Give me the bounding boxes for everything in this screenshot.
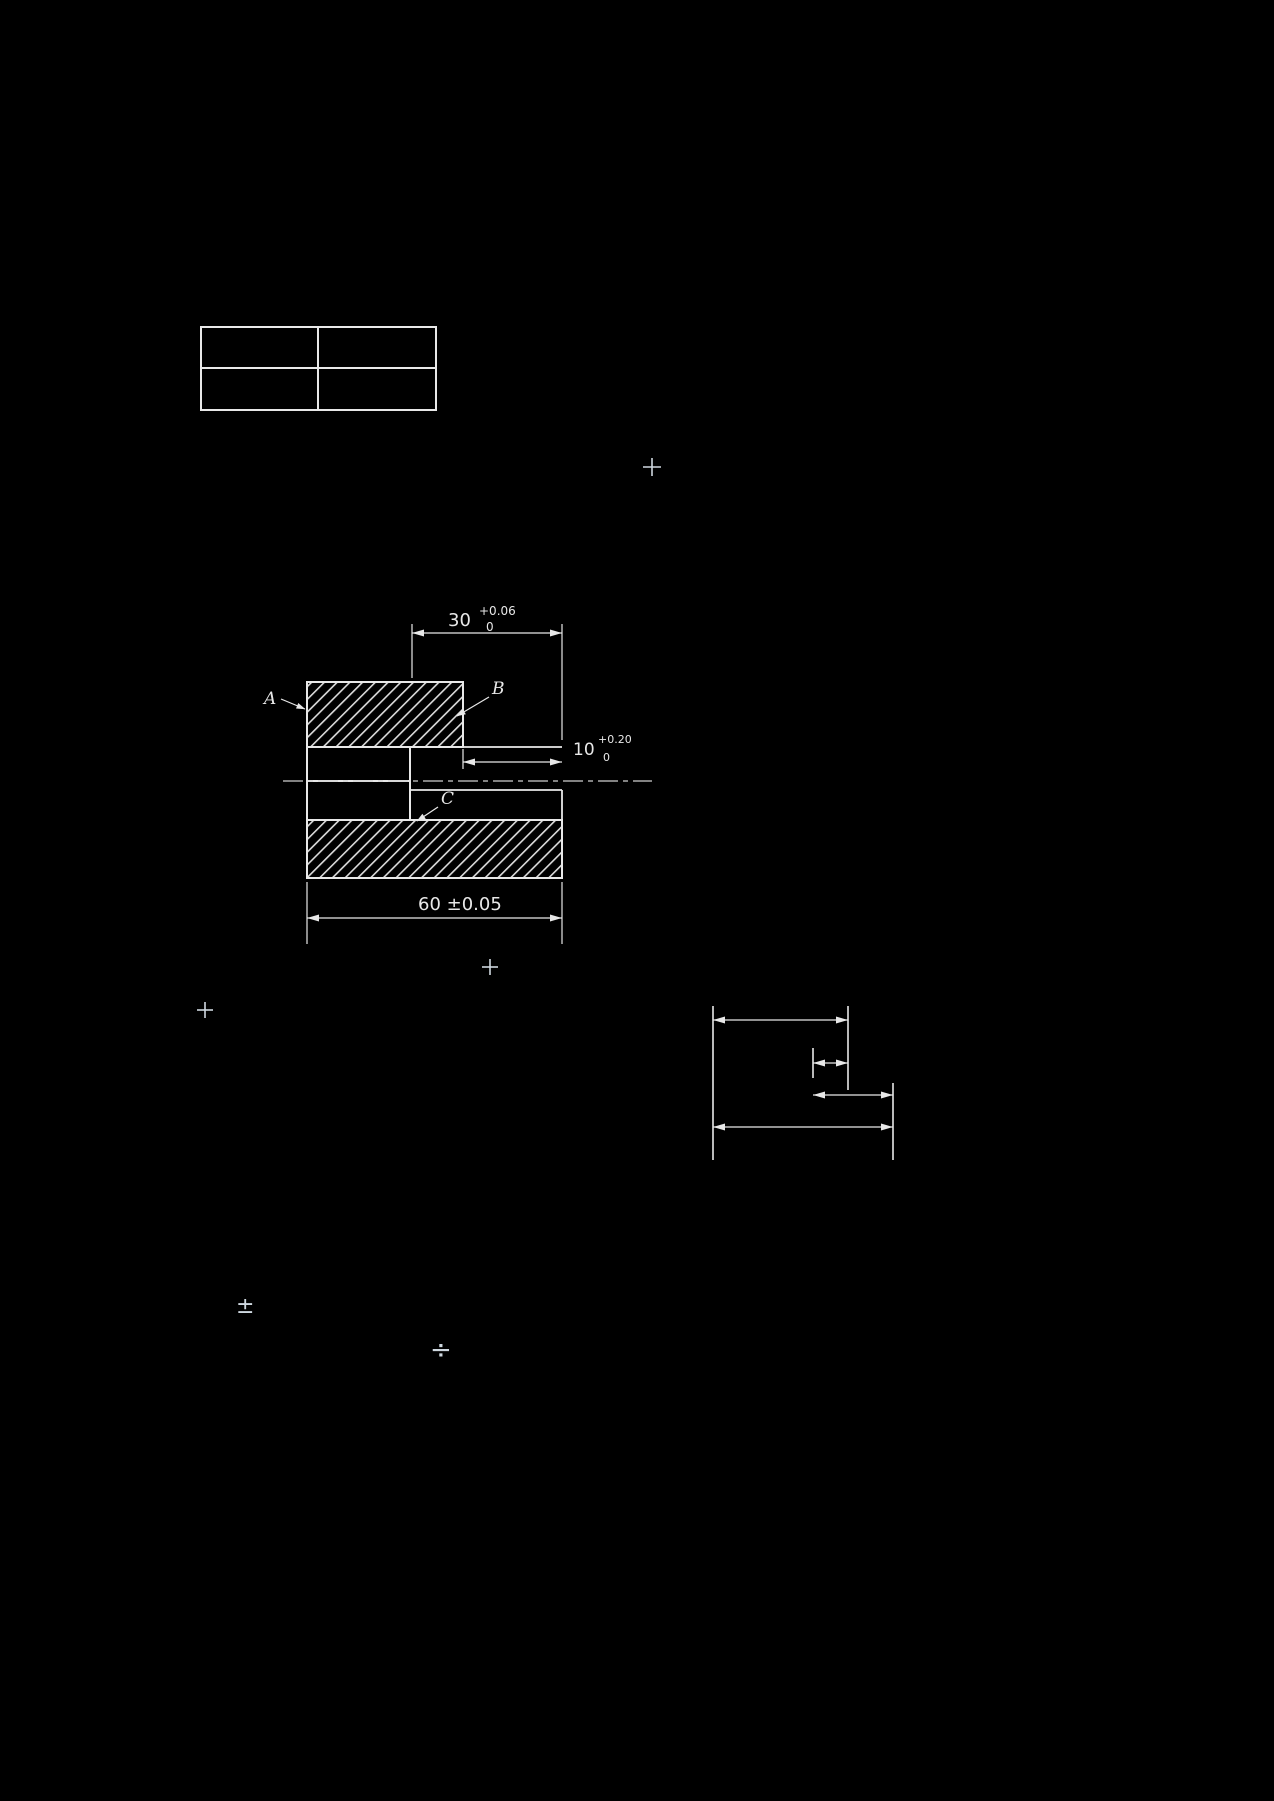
dim-top-tol-lower: 0 bbox=[486, 620, 494, 634]
lower-flange-section bbox=[306, 819, 563, 879]
label-c-leader bbox=[416, 806, 439, 822]
plus-minus-mark: ± bbox=[236, 1294, 254, 1319]
registration-cross-2 bbox=[482, 959, 498, 975]
lower-bore-outline bbox=[306, 780, 411, 821]
part-section-view: A B C 30 +0.06 0 10 +0.20 0 bbox=[262, 604, 652, 944]
upper-bore-outline bbox=[306, 746, 411, 782]
registration-marks bbox=[197, 458, 661, 1018]
registration-cross-1 bbox=[643, 458, 661, 476]
dim-right-10: 10 +0.20 0 bbox=[462, 733, 632, 769]
registration-cross-3 bbox=[197, 1002, 213, 1018]
dim-bottom-text: 60 ±0.05 bbox=[418, 894, 502, 915]
label-c: C bbox=[441, 789, 454, 809]
title-table bbox=[200, 326, 437, 411]
divide-mark: ÷ bbox=[430, 1335, 452, 1365]
label-b-leader bbox=[456, 696, 490, 717]
dim-right-tol-upper: +0.20 bbox=[598, 733, 632, 746]
dim-top-tol-upper: +0.06 bbox=[479, 604, 516, 618]
label-b: B bbox=[491, 679, 505, 699]
dim-top-30: 30 +0.06 0 bbox=[411, 604, 563, 740]
dimension-chain-figure bbox=[712, 1006, 894, 1160]
label-a-leader bbox=[280, 698, 306, 710]
dim-right-tol-lower: 0 bbox=[603, 751, 610, 764]
label-a: A bbox=[262, 689, 276, 709]
dim-bottom-60: 60 ±0.05 bbox=[306, 882, 563, 944]
upper-flange-section bbox=[306, 681, 464, 748]
dim-top-value: 30 bbox=[448, 610, 471, 631]
dim-right-value: 10 bbox=[573, 740, 595, 760]
